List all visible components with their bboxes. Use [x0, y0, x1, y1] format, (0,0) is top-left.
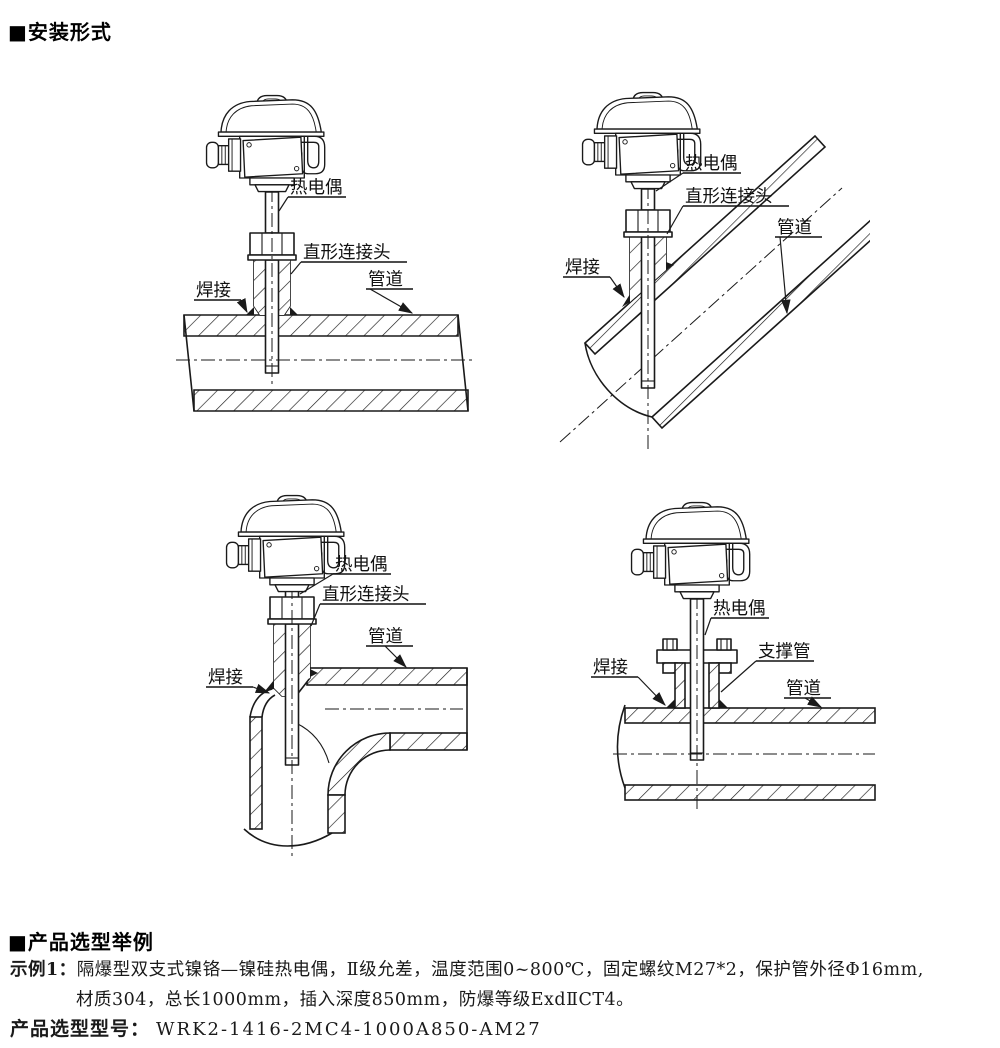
pipe-lower-wall [650, 219, 870, 430]
model-value: WRK2-1416-2MC4-1000A850-AM27 [156, 1019, 542, 1040]
label-connector: 直形连接头 [303, 243, 391, 263]
diagram-support-tube: 热电偶 支撑管 焊接 管道 [591, 501, 876, 813]
diagram-inclined-pipe: 热电偶 直形连接头 管道 焊接 [559, 91, 870, 453]
weld-fillet [719, 699, 728, 708]
example-line-2: 材质304，总长1000mm，插入深度850mm，防爆等级ExdⅡCT4。 [76, 990, 635, 1010]
pipe-top-wall [624, 707, 876, 724]
section-title-selection: ■产品选型举例 [8, 930, 154, 954]
model-label: 产品选型型号： [10, 1018, 151, 1040]
weld-fillet [666, 699, 675, 708]
diagram-horizontal-pipe: 热电偶 直形连接头 管道 焊接 [176, 94, 472, 412]
weld-fillet [310, 669, 318, 677]
section-title-installation: ■安装形式 [8, 20, 112, 44]
label-support-tube: 支撑管 [758, 642, 811, 662]
bend-inner-wall [327, 732, 391, 796]
pipe-bottom-wall [389, 732, 468, 751]
weld-fillet [622, 294, 630, 307]
pipe-break-line [616, 704, 626, 789]
label-thermocouple: 热电偶 [685, 154, 738, 174]
example-text-1: 隔爆型双支式镍铬—镍硅热电偶，Ⅱ级允差，温度范围0~800℃，固定螺纹M27*2… [76, 960, 924, 980]
diagram-elbow-pipe: 热电偶 直形连接头 管道 焊接 [206, 494, 468, 857]
pipe-top-wall [183, 314, 459, 337]
label-weld: 焊接 [208, 668, 243, 688]
weld-fillet [666, 262, 674, 270]
label-connector: 直形连接头 [685, 187, 773, 207]
pipe-bottom-wall [193, 389, 469, 412]
label-pipe: 管道 [368, 627, 403, 647]
example-label: 示例1： [10, 960, 77, 980]
label-thermocouple: 热电偶 [290, 178, 343, 198]
bolt-head [662, 638, 678, 651]
label-weld: 焊接 [196, 281, 231, 301]
pipe-right-wall [327, 794, 346, 834]
pipe-break-line [243, 828, 333, 847]
label-pipe: 管道 [777, 218, 812, 238]
pipe-left-wall [249, 716, 263, 830]
label-thermocouple: 热电偶 [713, 599, 766, 619]
example-line-1: 示例1：隔爆型双支式镍铬—镍硅热电偶，Ⅱ级允差，温度范围0~800℃，固定螺纹M… [10, 956, 924, 981]
label-pipe: 管道 [368, 270, 403, 290]
label-pipe: 管道 [786, 679, 821, 699]
model-line: 产品选型型号：WRK2-1416-2MC4-1000A850-AM27 [10, 1014, 542, 1041]
support-tube-wall [708, 662, 720, 709]
label-weld: 焊接 [565, 258, 600, 278]
bolt-head [716, 638, 732, 651]
label-connector: 直形连接头 [322, 585, 410, 605]
weld-fillet [290, 307, 298, 315]
weld-fillet [246, 307, 254, 315]
label-thermocouple: 热电偶 [335, 555, 388, 575]
centerline-pipe [559, 187, 843, 443]
weld-fillet [265, 680, 274, 691]
support-tube-wall [674, 662, 686, 709]
pipe-break-line [584, 342, 653, 418]
pipe-bottom-wall [624, 784, 876, 801]
pipe-top-wall [306, 667, 468, 686]
label-weld: 焊接 [593, 658, 628, 678]
